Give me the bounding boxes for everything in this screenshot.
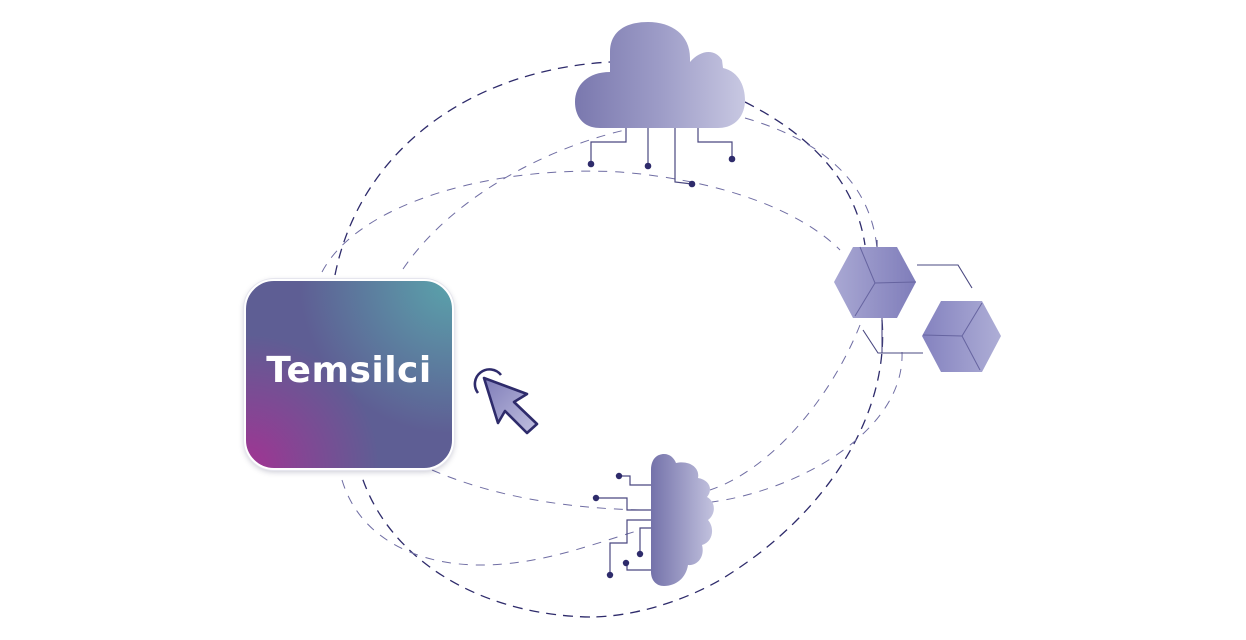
arc-inner-top — [321, 170, 841, 273]
arc-inner-cloud-hex — [744, 117, 878, 249]
cloud-node[interactable] — [575, 22, 745, 188]
cloud-icon — [575, 22, 745, 128]
click-ring-icon — [473, 368, 503, 394]
arc-outer-right-top — [744, 101, 866, 246]
cube-node-2[interactable] — [922, 301, 1001, 372]
agent-card[interactable]: Temsilci — [244, 279, 454, 470]
cloud-circuit-dots — [587, 155, 736, 188]
arc-inner-card-brain — [431, 469, 641, 511]
arc-outer-right-bottom — [589, 319, 884, 618]
cube-connectors — [862, 240, 973, 354]
cube-edges — [922, 302, 983, 371]
arc-inner-cloud-card — [402, 129, 626, 270]
cursor-click-icon — [482, 376, 539, 435]
connection-arcs — [321, 61, 903, 618]
agent-label: Temsilci — [266, 350, 432, 391]
arc-inner-hex-brain-2 — [711, 351, 903, 503]
brain-node[interactable] — [592, 454, 714, 586]
arc-inner-bottom-left — [341, 479, 641, 566]
brain-circuit-lines — [596, 475, 651, 574]
cube-edges — [854, 246, 917, 317]
cube-node-1[interactable] — [834, 246, 917, 318]
arc-inner-hex-brain-1 — [709, 324, 861, 491]
arc-outer-top — [334, 61, 611, 276]
arc-outer-bottom-left — [361, 476, 591, 618]
cursor-node[interactable] — [473, 368, 539, 435]
cloud-circuit-lines — [590, 128, 733, 185]
cube-icon — [922, 301, 1001, 372]
brain-circuit-dots — [592, 472, 644, 579]
brain-circuit-icon — [651, 454, 714, 586]
